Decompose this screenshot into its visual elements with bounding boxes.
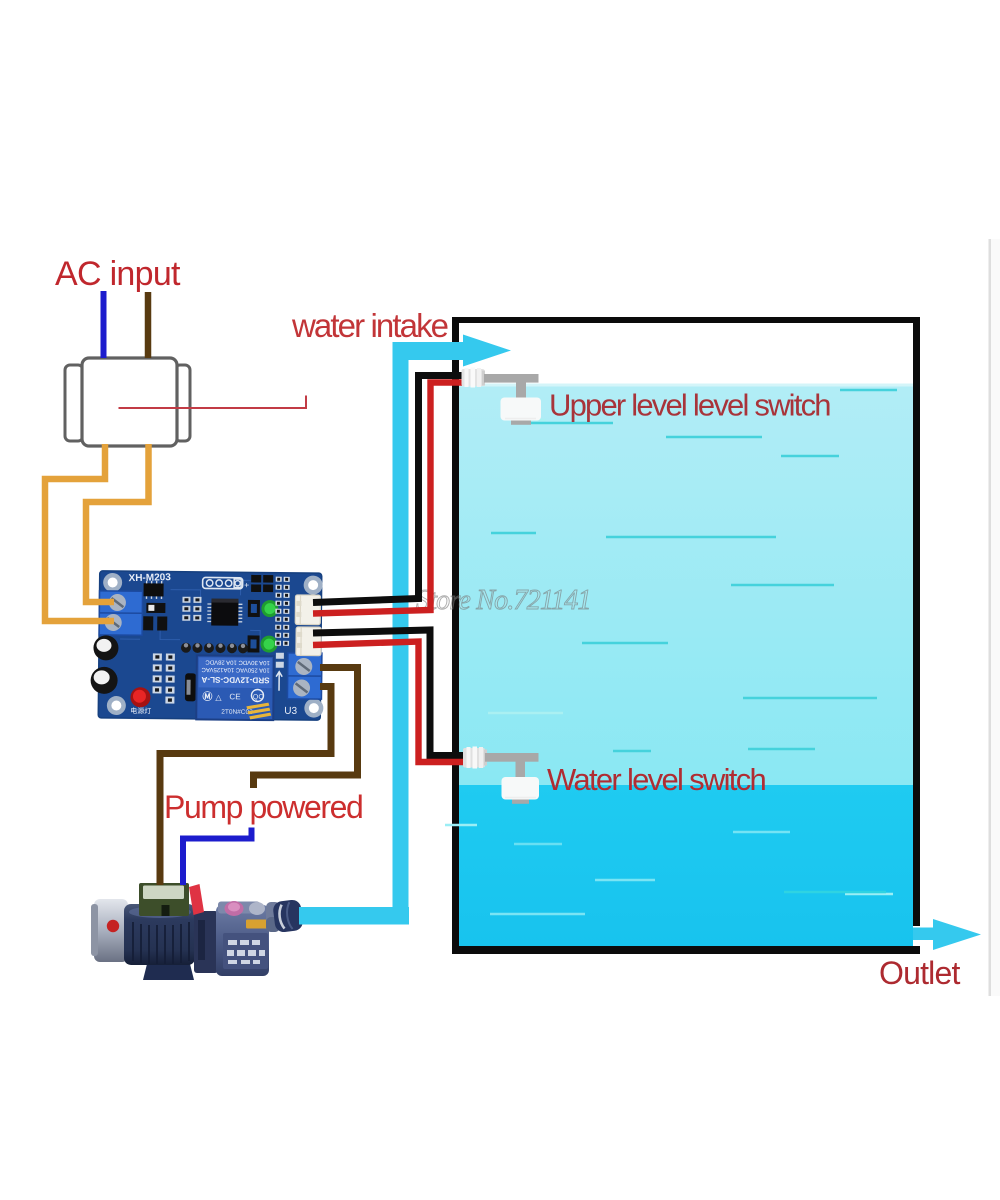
svg-text:+: +	[244, 580, 249, 590]
svg-text:Store No.721141: Store No.721141	[416, 585, 591, 616]
svg-text:2T0N#C03: 2T0N#C03	[221, 709, 253, 716]
svg-text:XH-M203: XH-M203	[128, 572, 171, 584]
svg-text:QC: QC	[253, 694, 264, 701]
svg-text:AC input: AC input	[55, 255, 181, 293]
svg-text:电源灯: 电源灯	[130, 706, 151, 715]
svg-text:water intake: water intake	[291, 307, 448, 344]
svg-text:10A 30VDC 10A 28VDC: 10A 30VDC 10A 28VDC	[205, 658, 270, 665]
svg-text:Water level switch: Water level switch	[547, 762, 765, 797]
svg-text:CE: CE	[229, 692, 240, 701]
svg-text:Outlet: Outlet	[879, 955, 960, 991]
svg-text:Upper level level switch: Upper level level switch	[549, 388, 830, 423]
svg-text:SRD-12VDC-SL-A: SRD-12VDC-SL-A	[201, 675, 269, 685]
svg-text:10A 250VAC 10A125VAC: 10A 250VAC 10A125VAC	[201, 666, 270, 673]
svg-text:△: △	[215, 693, 222, 702]
svg-text:Ⓜ: Ⓜ	[202, 690, 212, 703]
svg-text:U3: U3	[284, 706, 297, 717]
svg-text:Pump powered: Pump powered	[164, 789, 362, 825]
